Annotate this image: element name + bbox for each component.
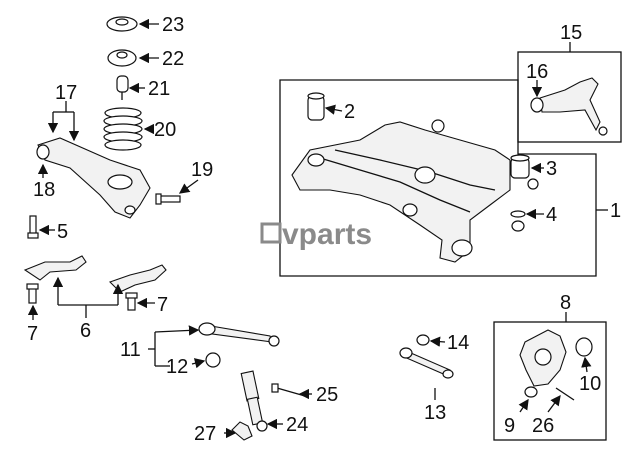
part-6-bracket bbox=[23, 255, 167, 293]
callout-labels: 1 2 3 4 5 6 7 7 8 9 10 11 12 13 14 15 16… bbox=[27, 14, 621, 445]
callout-8: 8 bbox=[560, 292, 571, 314]
callout-27: 27 bbox=[194, 423, 216, 445]
callout-25: 25 bbox=[316, 384, 338, 406]
part-19-bolt bbox=[155, 193, 181, 205]
callout-23: 23 bbox=[162, 14, 184, 36]
callout-5: 5 bbox=[57, 221, 68, 243]
callout-1: 1 bbox=[610, 200, 621, 222]
part-18-bushing bbox=[36, 144, 50, 160]
part-5-bolt bbox=[27, 215, 39, 239]
callout-9: 9 bbox=[504, 415, 515, 437]
callout-14: 14 bbox=[447, 332, 469, 354]
part-17-lower-arm bbox=[37, 137, 151, 219]
part-4-stopper bbox=[510, 210, 526, 232]
callout-6: 6 bbox=[80, 320, 91, 342]
part-12-bushing bbox=[205, 352, 221, 368]
part-14-bushing bbox=[416, 334, 430, 346]
callout-21: 21 bbox=[148, 78, 170, 100]
part-2-bushing bbox=[307, 92, 325, 121]
part-10-bushing bbox=[575, 337, 593, 357]
watermark-logo: vparts bbox=[260, 218, 372, 251]
subframe-mount-bushing bbox=[431, 119, 445, 133]
leader-lines bbox=[27, 18, 608, 439]
callout-10: 10 bbox=[579, 373, 601, 395]
part-8-knuckle bbox=[519, 329, 567, 387]
subframe-side-bushing bbox=[527, 178, 539, 190]
part-9-bushing bbox=[524, 386, 538, 398]
part-11-lateral-link bbox=[198, 322, 280, 347]
part-26-bolt bbox=[555, 387, 575, 401]
callout-3: 3 bbox=[546, 158, 557, 180]
callout-7-left: 7 bbox=[27, 323, 38, 345]
part-3-bushing bbox=[510, 154, 530, 179]
callout-24: 24 bbox=[286, 414, 308, 436]
knuckle-group-box bbox=[493, 321, 607, 441]
callout-26: 26 bbox=[532, 415, 554, 437]
callout-16: 16 bbox=[526, 61, 548, 83]
part-27-bracket bbox=[231, 421, 253, 441]
callout-11: 11 bbox=[120, 339, 141, 361]
part-23-seat bbox=[106, 16, 138, 32]
callout-4: 4 bbox=[546, 204, 557, 226]
part-1-subframe bbox=[291, 121, 511, 263]
part-20-coil-spring bbox=[103, 107, 143, 151]
part-7-bolt-right bbox=[125, 292, 138, 311]
part-24-shock-absorber bbox=[240, 370, 268, 432]
callout-2: 2 bbox=[344, 101, 355, 123]
watermark-text: vparts bbox=[282, 218, 372, 251]
callout-17: 17 bbox=[55, 82, 77, 104]
callout-20: 20 bbox=[154, 119, 176, 141]
callout-15: 15 bbox=[560, 22, 582, 44]
callout-7-right: 7 bbox=[157, 294, 168, 316]
part-16-upper-arm bbox=[530, 77, 608, 136]
part-22-seat bbox=[107, 49, 137, 67]
callout-19: 19 bbox=[191, 159, 213, 181]
callout-12: 12 bbox=[166, 356, 188, 378]
part-13-link bbox=[399, 347, 454, 379]
part-21-bumper bbox=[116, 75, 129, 100]
callout-22: 22 bbox=[162, 48, 184, 70]
callout-13: 13 bbox=[424, 402, 446, 424]
part-7-bolt-left bbox=[26, 283, 39, 304]
callout-18: 18 bbox=[33, 179, 55, 201]
